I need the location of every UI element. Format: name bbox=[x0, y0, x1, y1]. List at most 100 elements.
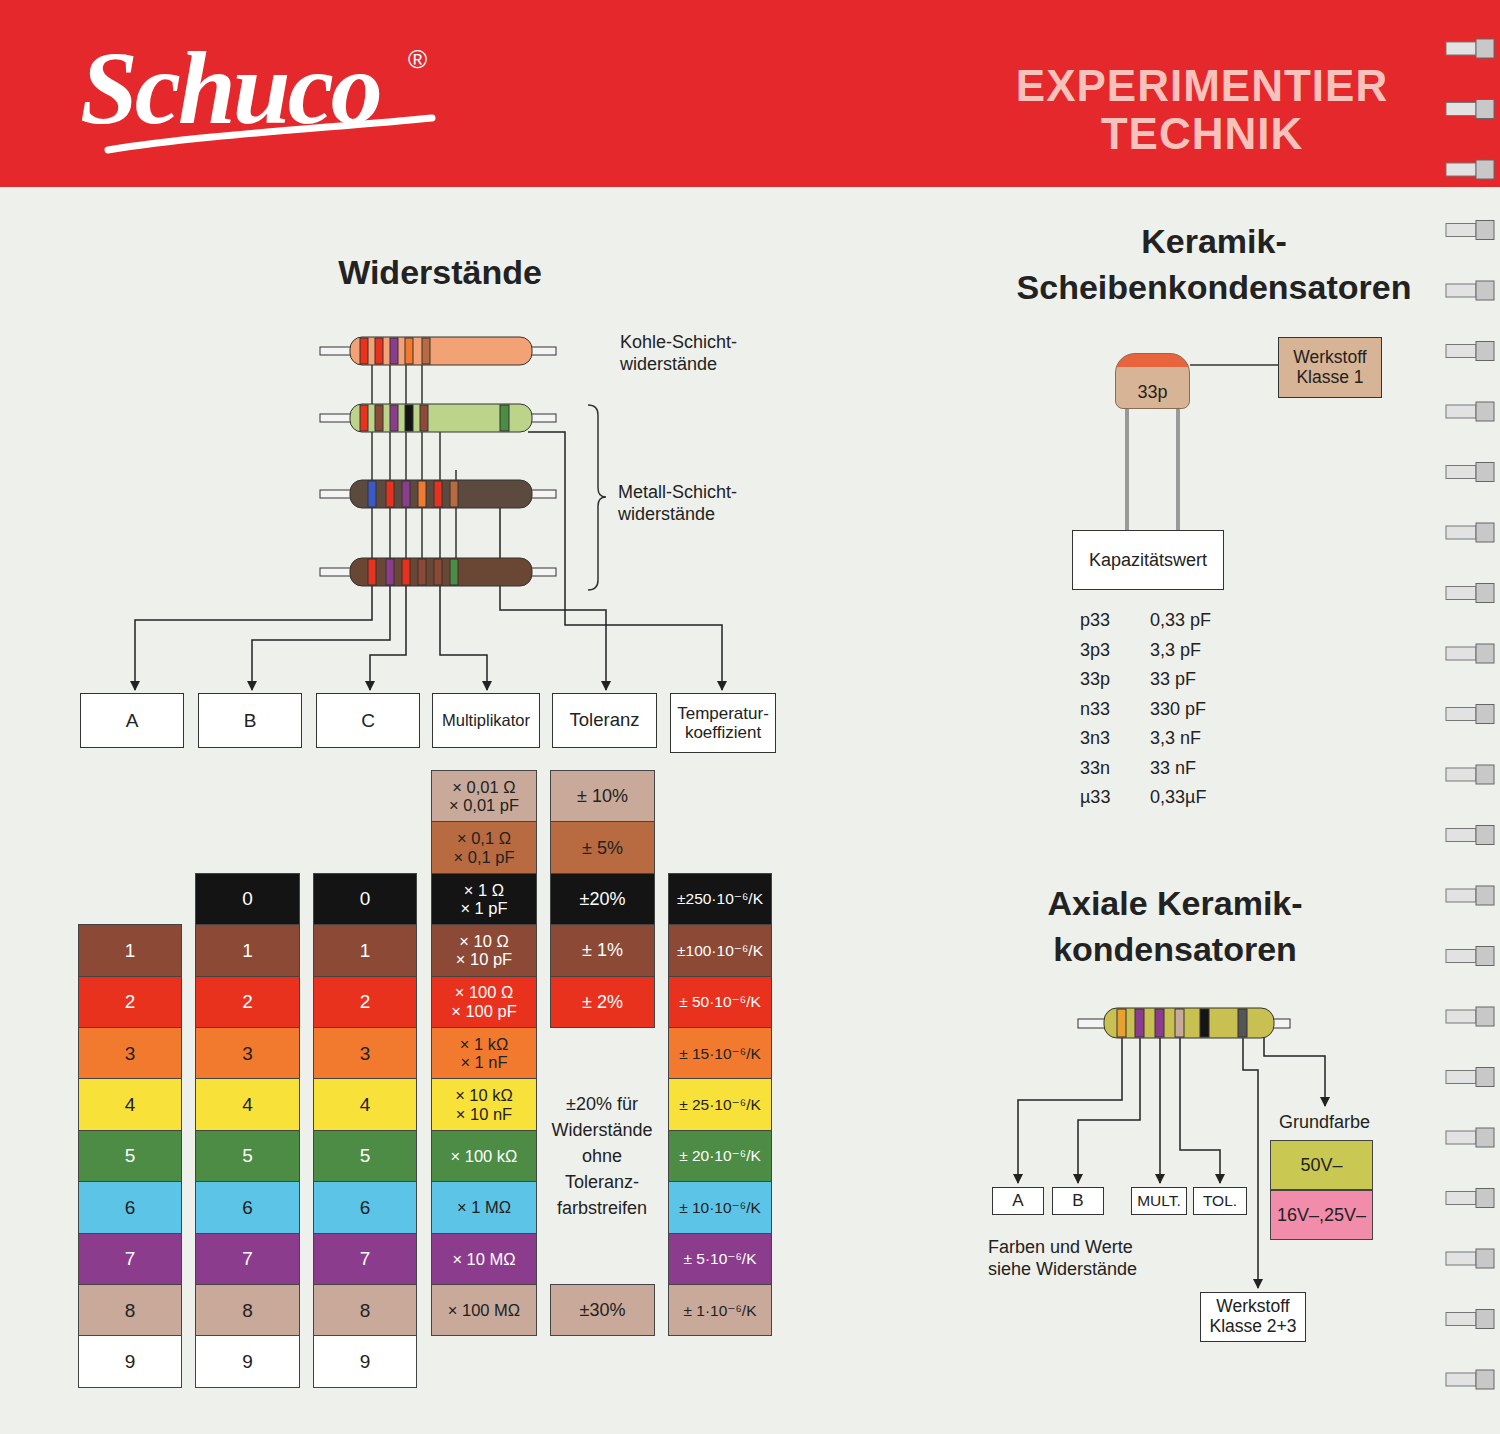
illustration-part bbox=[1078, 1036, 1140, 1183]
illustration-part bbox=[1446, 950, 1476, 963]
illustration-part bbox=[1446, 1252, 1476, 1265]
table-cell: ±20% bbox=[550, 873, 655, 925]
table-cell: MULT. bbox=[1131, 1187, 1187, 1215]
cell-text: 6 bbox=[360, 1197, 371, 1218]
table-cell: 2 bbox=[195, 976, 300, 1028]
cell-text: 8 bbox=[242, 1300, 253, 1321]
illustration-part bbox=[1175, 1009, 1184, 1037]
table-cell: 4 bbox=[78, 1078, 182, 1130]
illustration-part bbox=[320, 337, 556, 586]
illustration-part bbox=[360, 405, 368, 431]
cell-text: × 100 kΩ bbox=[451, 1147, 518, 1165]
illustration-part bbox=[1476, 1249, 1494, 1268]
illustration-part bbox=[450, 481, 458, 507]
illustration-part bbox=[1446, 889, 1476, 902]
table-cell: 6 bbox=[195, 1181, 300, 1233]
table-cell: Toleranz bbox=[552, 693, 657, 748]
cell-text: ± 5·10⁻⁶/K bbox=[683, 1250, 756, 1267]
table-cell: × 1 Ω× 1 pF bbox=[431, 873, 537, 925]
illustration-part bbox=[368, 481, 376, 507]
series-title: EXPERIMENTIER TECHNIK bbox=[1002, 62, 1402, 158]
illustration-part bbox=[1476, 826, 1494, 845]
illustration-part bbox=[405, 405, 413, 431]
cell-text: × 10 kΩ bbox=[455, 1086, 513, 1104]
cell-text: 3 bbox=[125, 1043, 136, 1064]
table-cell: ± 1·10⁻⁶/K bbox=[668, 1284, 772, 1336]
illustration-part bbox=[1446, 1131, 1476, 1144]
cell-text: ± 10·10⁻⁶/K bbox=[679, 1199, 761, 1216]
cell-text: 9 bbox=[125, 1351, 136, 1372]
cell-text: 1 bbox=[360, 940, 371, 961]
cell-text: Kapazitätswert bbox=[1089, 550, 1207, 570]
cell-text: Werkstoff Klasse 1 bbox=[1282, 348, 1378, 387]
table-cell: × 100 MΩ bbox=[431, 1284, 537, 1336]
illustration-part bbox=[1446, 466, 1476, 479]
illustration-part bbox=[1446, 768, 1476, 781]
table-cell: Werkstoff Klasse 1 bbox=[1278, 337, 1382, 398]
table-cell: × 10 kΩ× 10 nF bbox=[431, 1078, 537, 1130]
table-cell: ± 1% bbox=[550, 924, 655, 976]
illustration-part bbox=[375, 405, 383, 431]
illustration-part bbox=[588, 405, 606, 590]
cell-text: Werkstoff Klasse 2+3 bbox=[1204, 1297, 1302, 1336]
table-cell: 33 pF bbox=[1150, 669, 1240, 690]
cell-text: × 100 MΩ bbox=[448, 1301, 520, 1319]
cell-text: ±100·10⁻⁶/K bbox=[677, 942, 763, 959]
table-cell: 3 bbox=[78, 1027, 182, 1079]
table-cell: 7 bbox=[313, 1233, 417, 1285]
illustration-part bbox=[405, 338, 413, 364]
illustration-part bbox=[1446, 224, 1476, 237]
table-cell: 9 bbox=[313, 1335, 417, 1387]
table-cell: 9 bbox=[78, 1335, 182, 1387]
illustration-part bbox=[1446, 345, 1476, 358]
table-cell: 2 bbox=[313, 976, 417, 1028]
illustration-part bbox=[1243, 1036, 1258, 1288]
illustration-part bbox=[389, 360, 391, 586]
table-cell: 6 bbox=[313, 1181, 417, 1233]
cell-text: × 10 Ω bbox=[459, 932, 509, 950]
table-cell: 8 bbox=[313, 1284, 417, 1336]
table-cell: p33 bbox=[1080, 610, 1140, 631]
illustration-part bbox=[1446, 1071, 1476, 1084]
table-cell: 2 bbox=[78, 976, 182, 1028]
illustration-part bbox=[390, 405, 398, 431]
illustration-part bbox=[1476, 584, 1494, 603]
illustration-part bbox=[1476, 523, 1494, 542]
cell-text: 9 bbox=[360, 1351, 371, 1372]
illustration-part bbox=[500, 405, 509, 431]
illustration-part bbox=[500, 508, 606, 690]
illustration-part bbox=[1446, 405, 1476, 418]
table-cell: Kapazitätswert bbox=[1072, 530, 1224, 590]
illustration-part bbox=[420, 405, 428, 431]
table-cell: ± 10% bbox=[550, 770, 655, 822]
table-cell: ±30% bbox=[550, 1284, 655, 1336]
illustration-part bbox=[1476, 281, 1494, 300]
cell-text: Multiplikator bbox=[442, 711, 530, 729]
cell-text: 2 bbox=[125, 991, 136, 1012]
cell-text: B bbox=[244, 710, 257, 731]
table-cell: × 100 kΩ bbox=[431, 1130, 537, 1182]
table-cell: ± 25·10⁻⁶/K bbox=[668, 1078, 772, 1130]
illustration-part bbox=[421, 360, 423, 560]
illustration-part bbox=[1104, 1008, 1274, 1038]
table-cell: A bbox=[992, 1187, 1044, 1215]
table-cell: 6 bbox=[78, 1181, 182, 1233]
illustration-part bbox=[1078, 1008, 1290, 1038]
table-cell: B bbox=[198, 693, 302, 748]
cell-text: ±30% bbox=[580, 1300, 626, 1320]
table-cell: 4 bbox=[195, 1078, 300, 1130]
illustration-part bbox=[1476, 463, 1494, 482]
note: Metall-Schicht- widerstände bbox=[618, 481, 788, 525]
brand-logo: Schuco bbox=[80, 28, 440, 147]
cell-text: × 1 pF bbox=[460, 899, 507, 917]
table-cell: ±250·10⁻⁶/K bbox=[668, 873, 772, 925]
cell-text: × 1 MΩ bbox=[457, 1198, 511, 1216]
cell-text: 1 bbox=[242, 940, 253, 961]
cell-text: 8 bbox=[360, 1300, 371, 1321]
illustration-part bbox=[1446, 1313, 1476, 1326]
illustration-part bbox=[450, 559, 458, 585]
cell-text: × 0,01 Ω bbox=[452, 778, 515, 796]
cell-text: 0 bbox=[360, 888, 371, 909]
table-cell: ± 5% bbox=[550, 821, 655, 873]
cell-text: ± 1·10⁻⁶/K bbox=[683, 1302, 756, 1319]
